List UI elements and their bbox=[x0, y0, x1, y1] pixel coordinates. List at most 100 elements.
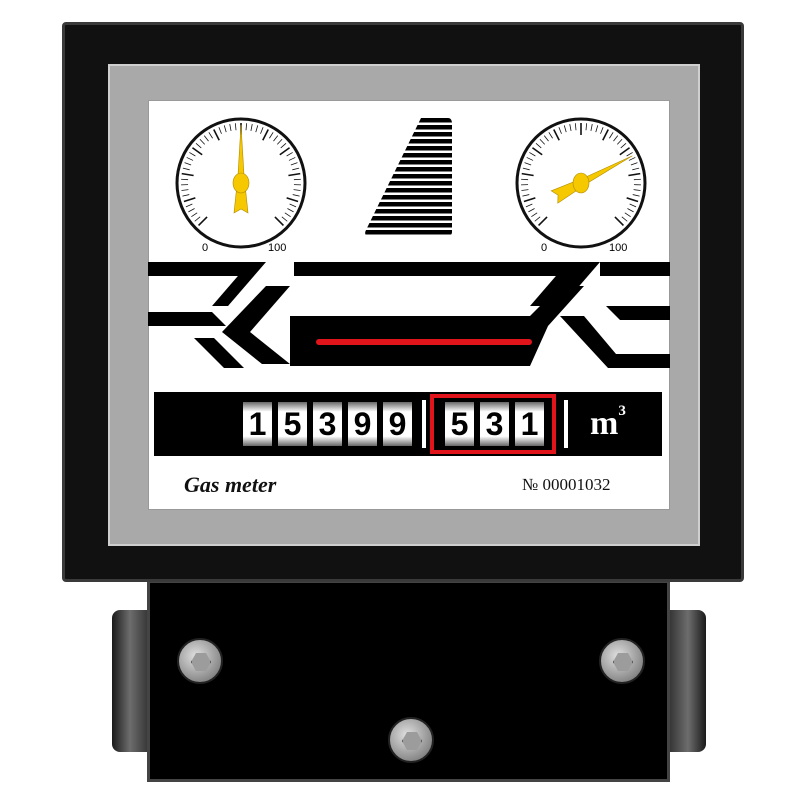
vent-icon bbox=[365, 118, 452, 235]
gauge-tick bbox=[523, 197, 536, 203]
gauge-tick bbox=[185, 203, 193, 208]
vent-stripe bbox=[365, 202, 452, 207]
gauge-tick bbox=[558, 127, 562, 134]
bolt-right bbox=[599, 638, 645, 684]
gauge-tick bbox=[628, 172, 641, 177]
flow-pipes-graphic bbox=[148, 262, 670, 368]
gauge-tick bbox=[553, 129, 560, 141]
digit-main-5: 9 bbox=[380, 402, 412, 446]
gauge-tick bbox=[292, 194, 300, 197]
gauge-tick bbox=[614, 216, 624, 226]
gauge-tick bbox=[287, 208, 294, 213]
gauge-tick bbox=[184, 162, 192, 166]
gauge-tick bbox=[182, 167, 190, 171]
vent-stripe bbox=[365, 118, 452, 123]
gauge-tick bbox=[288, 172, 301, 177]
outlet-pipe bbox=[666, 610, 706, 752]
gauge-tick bbox=[188, 208, 195, 213]
gauge-tick bbox=[529, 152, 536, 157]
gauge-left-min: 0 bbox=[202, 242, 208, 254]
gauge-tick bbox=[290, 162, 298, 166]
gauge-tick bbox=[624, 212, 631, 218]
gauge-left-max: 100 bbox=[268, 242, 286, 254]
gauge-tick bbox=[539, 138, 546, 145]
vent-stripe bbox=[365, 223, 452, 228]
gauge-right-max: 100 bbox=[609, 242, 627, 254]
digit-decimal-2: 3 bbox=[477, 402, 509, 446]
gauge-tick bbox=[213, 129, 220, 141]
gauge-tick bbox=[585, 123, 588, 131]
gauge-tick bbox=[286, 152, 293, 157]
gauge-tick bbox=[626, 197, 639, 203]
gauge-tick bbox=[199, 138, 206, 145]
gauge-tick bbox=[630, 162, 638, 166]
gauge-right bbox=[515, 117, 647, 249]
gauge-hub bbox=[232, 172, 250, 194]
gauge-tick bbox=[208, 132, 213, 139]
vent-stripe bbox=[365, 174, 452, 179]
gauge-tick bbox=[632, 194, 640, 197]
gauge-tick bbox=[609, 132, 614, 139]
gauge-tick bbox=[186, 157, 194, 161]
gauge-tick bbox=[198, 216, 208, 226]
gauge-tick bbox=[627, 208, 634, 213]
gauge-tick bbox=[250, 123, 253, 132]
gauge-tick bbox=[629, 203, 637, 208]
gauge-tick bbox=[262, 129, 269, 141]
gauge-tick bbox=[181, 172, 194, 177]
digit-decimal-1: 5 bbox=[442, 402, 474, 446]
vent-stripe bbox=[365, 132, 452, 137]
bolt-bottom bbox=[388, 717, 434, 763]
gauge-tick bbox=[194, 216, 201, 222]
gauge-tick bbox=[189, 152, 196, 157]
gauge-tick bbox=[528, 208, 535, 213]
gauge-tick bbox=[632, 167, 640, 171]
gauge-left bbox=[175, 117, 307, 249]
digit-main-1: 1 bbox=[240, 402, 272, 446]
gauge-tick bbox=[521, 189, 529, 191]
gauge-needle-icon bbox=[232, 124, 250, 214]
gauge-tick bbox=[181, 189, 189, 191]
gauge-tick bbox=[633, 189, 641, 191]
gauge-tick bbox=[602, 129, 609, 141]
gauge-tick bbox=[269, 132, 274, 139]
gauge-tick bbox=[522, 167, 530, 171]
gauge-tick bbox=[288, 157, 296, 161]
meter-title: Gas meter bbox=[184, 472, 277, 497]
unit-label: m3 bbox=[590, 403, 626, 442]
meter-serial: № 00001032 bbox=[522, 475, 611, 494]
gauge-tick bbox=[255, 125, 259, 133]
gauge-tick bbox=[229, 123, 232, 132]
digit-decimal-3: 1 bbox=[512, 402, 544, 446]
gauge-tick bbox=[521, 172, 534, 177]
gauge-hub bbox=[572, 172, 590, 194]
odometer-counter: 1 5 3 9 9 5 3 1 m3 bbox=[154, 392, 662, 456]
vent-stripe bbox=[365, 230, 452, 235]
face-graphics: 0 100 0 100 bbox=[148, 117, 670, 368]
gauge-tick bbox=[616, 138, 623, 145]
counter-separator-2 bbox=[564, 400, 568, 448]
vent-stripe bbox=[365, 160, 452, 165]
gauge-right-min: 0 bbox=[541, 242, 547, 254]
gauge-tick bbox=[284, 212, 291, 218]
gauge-tick bbox=[234, 123, 237, 131]
digit-main-3: 3 bbox=[310, 402, 342, 446]
gauge-tick bbox=[223, 125, 227, 133]
vent-stripe bbox=[365, 139, 452, 144]
vent-stripe bbox=[365, 195, 452, 200]
bolt-left bbox=[177, 638, 223, 684]
gauge-tick bbox=[548, 132, 553, 139]
gauge-tick bbox=[218, 127, 222, 134]
gauge-tick bbox=[524, 162, 532, 166]
gauge-tick bbox=[191, 147, 203, 156]
gauge-tick bbox=[203, 135, 209, 142]
digit-main-4: 9 bbox=[345, 402, 377, 446]
gauge-tick bbox=[531, 147, 543, 156]
gauge-tick bbox=[535, 143, 542, 149]
gauge-tick bbox=[281, 216, 288, 222]
gauge-tick bbox=[534, 216, 541, 222]
gauge-tick bbox=[621, 216, 628, 222]
gauge-tick bbox=[538, 216, 548, 226]
gauge-tick bbox=[620, 143, 627, 149]
gauge-tick bbox=[590, 123, 593, 132]
